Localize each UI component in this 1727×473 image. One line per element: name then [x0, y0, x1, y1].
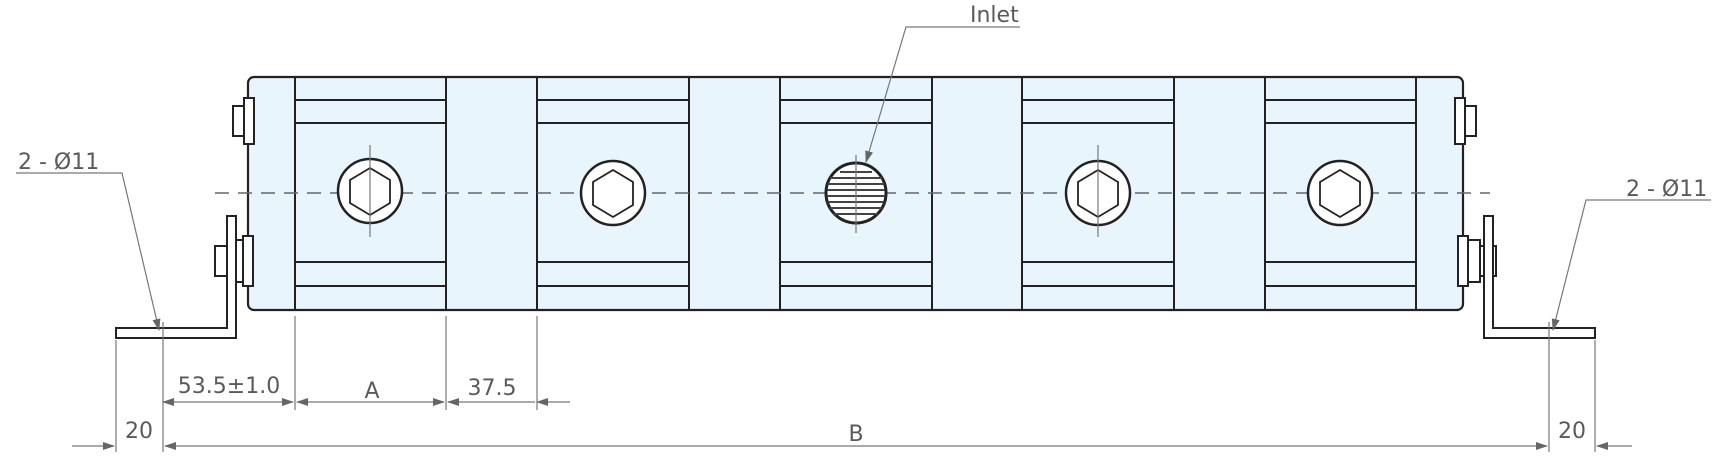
- outlet-port-4: [1306, 159, 1374, 227]
- dimension-20-right: 20: [1558, 419, 1586, 444]
- hole-callout-right: 2 - Ø11: [1626, 177, 1707, 202]
- dimension-b: B: [848, 422, 863, 447]
- extension-lines: [115, 316, 1596, 452]
- section-rails: [295, 99, 1416, 287]
- dimension-37-5: 37.5: [468, 376, 517, 401]
- dimension-20-left: 20: [125, 419, 153, 444]
- outlet-port-2: [579, 159, 647, 227]
- dimension-53-5: 53.5±1.0: [178, 374, 280, 399]
- outlet-port-3: [1064, 145, 1132, 237]
- inlet-port: [824, 155, 888, 233]
- dimension-lines: [72, 398, 1632, 450]
- outlet-port-1: [336, 145, 404, 237]
- left-mounting-bracket: [115, 215, 237, 339]
- dimension-a: A: [364, 379, 379, 404]
- hole-callout-left: 2 - Ø11: [18, 150, 99, 175]
- leader-lines: [16, 26, 1711, 331]
- inlet-label: Inlet: [970, 3, 1019, 28]
- right-mounting-bracket: [1483, 215, 1596, 339]
